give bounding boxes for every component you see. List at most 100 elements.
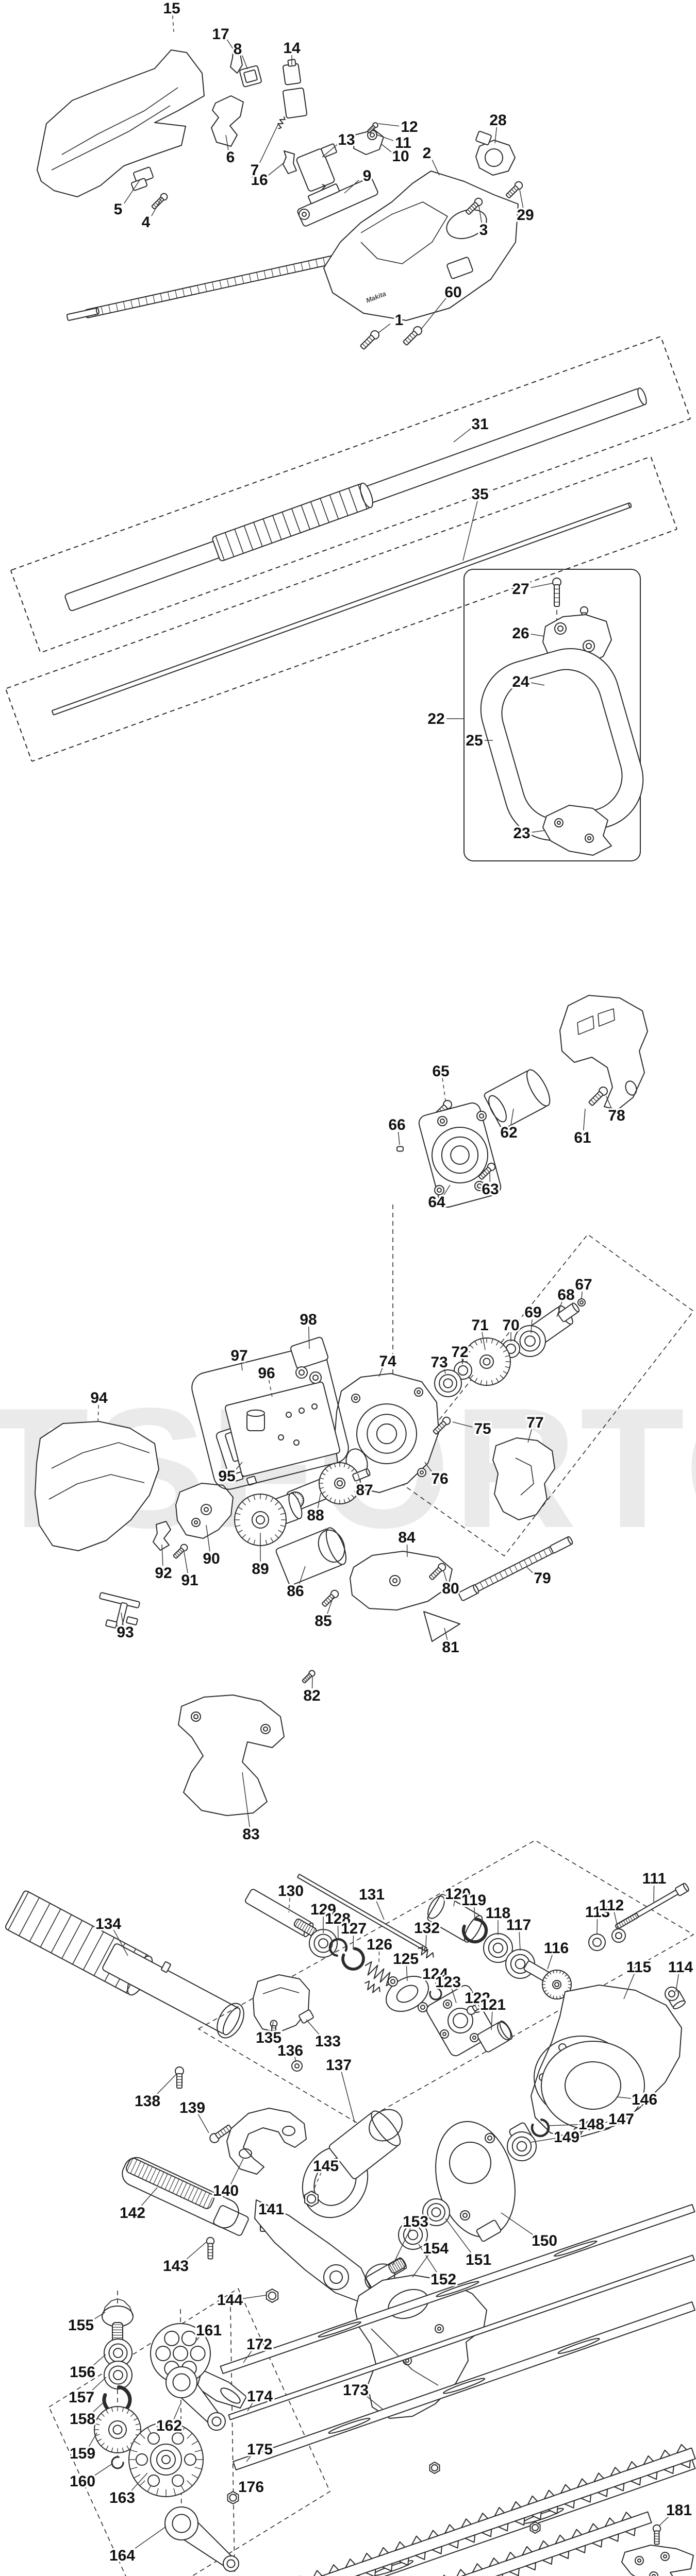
leader-line	[242, 55, 248, 70]
callout-66: 66	[387, 1115, 407, 1145]
leader-line	[442, 1184, 451, 1197]
part-number-156: 156	[70, 2364, 95, 2381]
part-number-66: 66	[388, 1116, 405, 1133]
figure-ellipse	[488, 1095, 507, 1123]
figure-washer	[554, 622, 567, 635]
leader-line	[88, 2432, 97, 2448]
figure-bar-172	[220, 2204, 695, 2375]
figure-spring	[364, 1980, 380, 1993]
part-number-160: 160	[70, 2473, 95, 2490]
figure-ellipse	[565, 2061, 621, 2110]
leader-line	[184, 2242, 207, 2262]
leader-line	[510, 1108, 514, 1126]
callout-155: 155	[66, 2312, 106, 2336]
leader-line	[616, 2096, 635, 2099]
part-number-90: 90	[203, 1550, 220, 1567]
part-number-76: 76	[431, 1470, 448, 1487]
leader-line	[547, 2124, 582, 2126]
figure-ellipse	[239, 2148, 252, 2159]
leader-line	[241, 1362, 243, 1371]
callout-135: 135	[254, 2021, 284, 2048]
leader-line	[501, 2212, 536, 2238]
callout-95: 95	[217, 1462, 243, 1487]
callout-161: 161	[194, 2320, 223, 2341]
part-number-164: 164	[109, 2547, 135, 2564]
part-number-71: 71	[471, 1317, 488, 1334]
figure-screw-135	[270, 2020, 278, 2038]
figure-bar-93	[99, 1592, 140, 1608]
leader-line	[378, 1367, 383, 1377]
part-number-159: 159	[70, 2445, 95, 2462]
part-number-1: 1	[395, 312, 404, 329]
leader-line	[234, 1462, 243, 1472]
figure-washer	[660, 2552, 670, 2561]
leader-line	[206, 1524, 210, 1552]
part-number-28: 28	[489, 112, 506, 129]
part-number-140: 140	[213, 2182, 239, 2199]
figure-connector-98	[290, 1336, 328, 1369]
leader-line	[376, 1901, 385, 1920]
part-number-138: 138	[135, 2093, 160, 2110]
callout-126: 126	[364, 1935, 394, 1964]
callout-139: 139	[177, 2098, 209, 2133]
part-number-115: 115	[626, 1959, 651, 1976]
figure-bearing	[507, 2131, 537, 2161]
part-number-5: 5	[114, 201, 123, 218]
figure-ellipse	[318, 1529, 345, 1563]
callout-114: 114	[666, 1957, 695, 1992]
figure-washer	[443, 1999, 452, 2009]
leader-line	[271, 2021, 274, 2031]
callout-128: 128	[323, 1909, 353, 1941]
figure-flex-shaft-79	[463, 1541, 564, 1597]
callout-152: 152	[418, 2244, 458, 2290]
figure-rod-131	[297, 1874, 427, 1952]
figure-bearing-118	[483, 1933, 513, 1963]
callout-25: 25	[464, 731, 493, 751]
part-number-136: 136	[277, 2042, 303, 2059]
figure-washer	[299, 1408, 305, 1414]
callout-4: 4	[140, 198, 162, 233]
part-number-24: 24	[512, 673, 529, 690]
callout-133: 133	[306, 2019, 343, 2052]
callout-24: 24	[510, 672, 545, 692]
leader-line	[519, 1931, 521, 1951]
callout-121: 121	[478, 1995, 508, 2030]
figure-washer	[414, 1387, 423, 1397]
figure-tube	[557, 1302, 580, 1323]
part-number-61: 61	[574, 1129, 591, 1146]
leader-line	[234, 2489, 242, 2496]
leader-line	[420, 297, 447, 330]
figure-plate-125	[386, 1975, 429, 2012]
callout-72: 72	[450, 1342, 470, 1365]
part-number-116: 116	[544, 1940, 569, 1957]
callout-163: 163	[107, 2472, 148, 2509]
figure-rod-35	[52, 502, 632, 716]
figure-dashed-box-pole	[10, 336, 691, 653]
part-number-95: 95	[218, 1468, 235, 1485]
leader-line	[442, 1078, 446, 1101]
callout-159: 159	[68, 2432, 97, 2464]
leader-line	[242, 1772, 250, 1827]
figure-ellipse	[446, 209, 487, 240]
part-number-65: 65	[432, 1063, 449, 1080]
callout-69: 69	[523, 1302, 543, 1334]
callout-164: 164	[107, 2526, 167, 2566]
part-number-143: 143	[163, 2258, 189, 2275]
figure-screw-80	[429, 1563, 446, 1580]
figure-rect	[475, 131, 492, 145]
part-number-10: 10	[392, 148, 409, 165]
figure-bearing-157	[104, 2361, 132, 2389]
leader-line	[173, 2403, 181, 2419]
figure-tube	[102, 1943, 241, 2036]
callout-141: 141	[256, 2199, 286, 2220]
figure-washer	[474, 1181, 485, 1191]
part-number-130: 130	[278, 1883, 304, 1900]
part-number-96: 96	[258, 1365, 275, 1382]
part-number-67: 67	[575, 1276, 592, 1293]
callout-9: 9	[344, 166, 373, 194]
figure-gear	[234, 1494, 287, 1546]
leader-line	[623, 1973, 635, 1999]
part-number-8: 8	[234, 41, 242, 58]
figure-rect	[299, 2009, 314, 2024]
part-number-27: 27	[512, 581, 529, 598]
